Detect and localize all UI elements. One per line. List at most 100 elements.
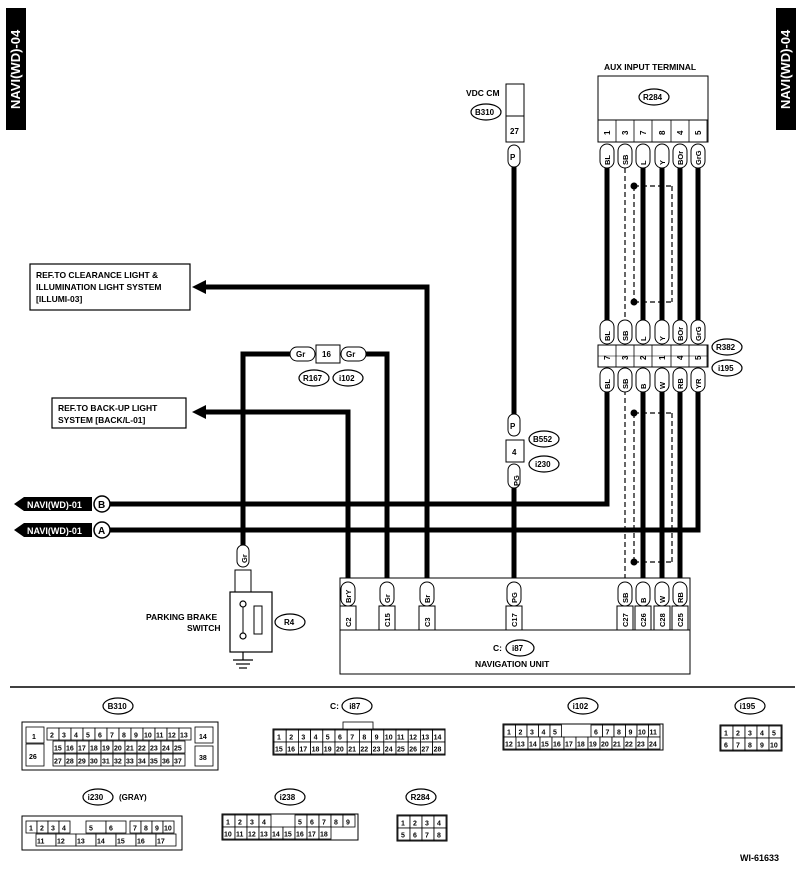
conn-i195-6: 6 <box>724 743 728 750</box>
conn-i195-8: 8 <box>748 743 752 750</box>
conn-i87-24: 24 <box>385 747 393 754</box>
i230-badge: i230 <box>535 460 551 469</box>
aux-top-pin-4: 4 <box>676 130 685 135</box>
conn-i102-7: 7 <box>606 730 610 737</box>
vdc-cm-label: VDC CM <box>466 88 500 98</box>
conn-i195-5: 5 <box>772 731 776 738</box>
aux-title: AUX INPUT TERMINAL <box>604 62 696 72</box>
conn-i195-4: 4 <box>760 731 764 738</box>
mid-upper-wire-2: L <box>639 336 648 341</box>
conn-r284-7: 7 <box>425 833 429 840</box>
conn-i238-10: 10 <box>224 832 232 839</box>
conn-i87-3: 3 <box>301 735 305 742</box>
conn-i230-16: 16 <box>137 839 145 846</box>
navi-a-label: NAVI(WD)-01 <box>27 526 82 536</box>
mid-lower-wire-3: W <box>658 381 667 389</box>
ref-clearance-box <box>29 263 191 311</box>
aux-top-pin-1: 1 <box>603 130 612 135</box>
conn-i102-3: 3 <box>530 730 534 737</box>
conn-i230-14: 14 <box>97 839 105 846</box>
conn-i238-badge: i238 <box>280 793 296 802</box>
aux-top-pin-5: 5 <box>694 130 703 135</box>
conn-b310-1: 1 <box>32 734 36 741</box>
conn-i230-12: 12 <box>57 839 65 846</box>
conn-b310-24: 24 <box>162 746 170 753</box>
conn-i102-20: 20 <box>601 742 609 749</box>
conn-i102-23: 23 <box>637 742 645 749</box>
nav-wire-5: B <box>639 597 648 603</box>
conn-i87-1: 1 <box>277 735 281 742</box>
parking-brake-line1: PARKING BRAKE <box>146 612 217 622</box>
conn-i238-3: 3 <box>250 820 254 827</box>
conn-i230-2: 2 <box>40 826 44 833</box>
conn-b310-badge: B310 <box>108 702 128 711</box>
conn-i238-4: 4 <box>262 820 266 827</box>
conn-i102-15: 15 <box>541 742 549 749</box>
conn-i87-27: 27 <box>421 747 429 754</box>
conn-i87-8: 8 <box>362 735 366 742</box>
conn-i87-badge: i87 <box>349 702 361 711</box>
conn-i87-10: 10 <box>385 735 393 742</box>
conn-r284-4: 4 <box>437 821 441 828</box>
nav-wire-3: PG <box>510 592 519 603</box>
nav-pin-C17: C17 <box>510 613 519 627</box>
conn-i102-11: 11 <box>650 730 658 737</box>
conn-b310-3: 3 <box>62 733 66 740</box>
conn-i102-5: 5 <box>553 730 557 737</box>
r167-badge: R167 <box>303 374 323 383</box>
conn-b310-29: 29 <box>78 759 86 766</box>
conn-b310-38: 38 <box>199 755 207 762</box>
conn-i87-13: 13 <box>421 735 429 742</box>
aux-top-wire-1: SB <box>621 154 630 165</box>
aux-top-pin-7: 7 <box>639 130 648 135</box>
conn-r284-6: 6 <box>413 833 417 840</box>
r382-badge: R382 <box>716 343 736 352</box>
r167-right-wire: Gr <box>346 350 355 359</box>
ref-clearance-line2: ILLUMINATION LIGHT SYSTEM <box>36 282 161 292</box>
mid-pin-3: 3 <box>621 355 630 360</box>
conn-i230-8: 8 <box>144 826 148 833</box>
mid-pin-7: 7 <box>603 355 612 360</box>
conn-i102-9: 9 <box>629 730 633 737</box>
conn-i102-10: 10 <box>638 730 646 737</box>
conn-i195-3: 3 <box>748 731 752 738</box>
nav-pin-C26: C26 <box>639 613 648 627</box>
conn-i238-1: 1 <box>226 820 230 827</box>
conn-i238-9: 9 <box>346 820 350 827</box>
conn-r284-5: 5 <box>401 833 405 840</box>
conn-i87-17: 17 <box>299 747 307 754</box>
nav-wire-1: Gr <box>383 594 392 603</box>
mid-lower-wire-2: B <box>639 383 648 389</box>
conn-b310-36: 36 <box>162 759 170 766</box>
conn-i230-5: 5 <box>89 826 93 833</box>
conn-b310-6: 6 <box>98 733 102 740</box>
b552-pin: 4 <box>512 448 517 457</box>
conn-r284-8: 8 <box>437 833 441 840</box>
nav-prefix: C: <box>493 643 502 653</box>
parking-brake-line2: SWITCH <box>187 623 221 633</box>
i87-badge: i87 <box>512 644 524 653</box>
conn-b310-32: 32 <box>114 759 122 766</box>
conn-i238-6: 6 <box>310 820 314 827</box>
conn-i230-6: 6 <box>109 826 113 833</box>
conn-b310-8: 8 <box>122 733 126 740</box>
conn-i238-2: 2 <box>238 820 242 827</box>
conn-i102-2: 2 <box>519 730 523 737</box>
conn-b310-30: 30 <box>90 759 98 766</box>
conn-b310-35: 35 <box>150 759 158 766</box>
mid-lower-wire-1: SB <box>621 378 630 389</box>
conn-i102-17: 17 <box>565 742 573 749</box>
conn-i238-8: 8 <box>334 820 338 827</box>
conn-i102-6: 6 <box>594 730 598 737</box>
conn-b310-25: 25 <box>174 746 182 753</box>
conn-i102-22: 22 <box>625 742 633 749</box>
nav-wire-0: BrY <box>344 590 353 603</box>
nav-wire-4: SB <box>621 592 630 603</box>
conn-i195-10: 10 <box>770 743 778 750</box>
conn-i87-7: 7 <box>350 735 354 742</box>
footer-code: WI-61633 <box>740 853 779 863</box>
conn-i230-11: 11 <box>37 839 45 846</box>
aux-top-wire-2: L <box>639 160 648 165</box>
nav-pin-C28: C28 <box>658 613 667 627</box>
conn-i195-1: 1 <box>724 731 728 738</box>
